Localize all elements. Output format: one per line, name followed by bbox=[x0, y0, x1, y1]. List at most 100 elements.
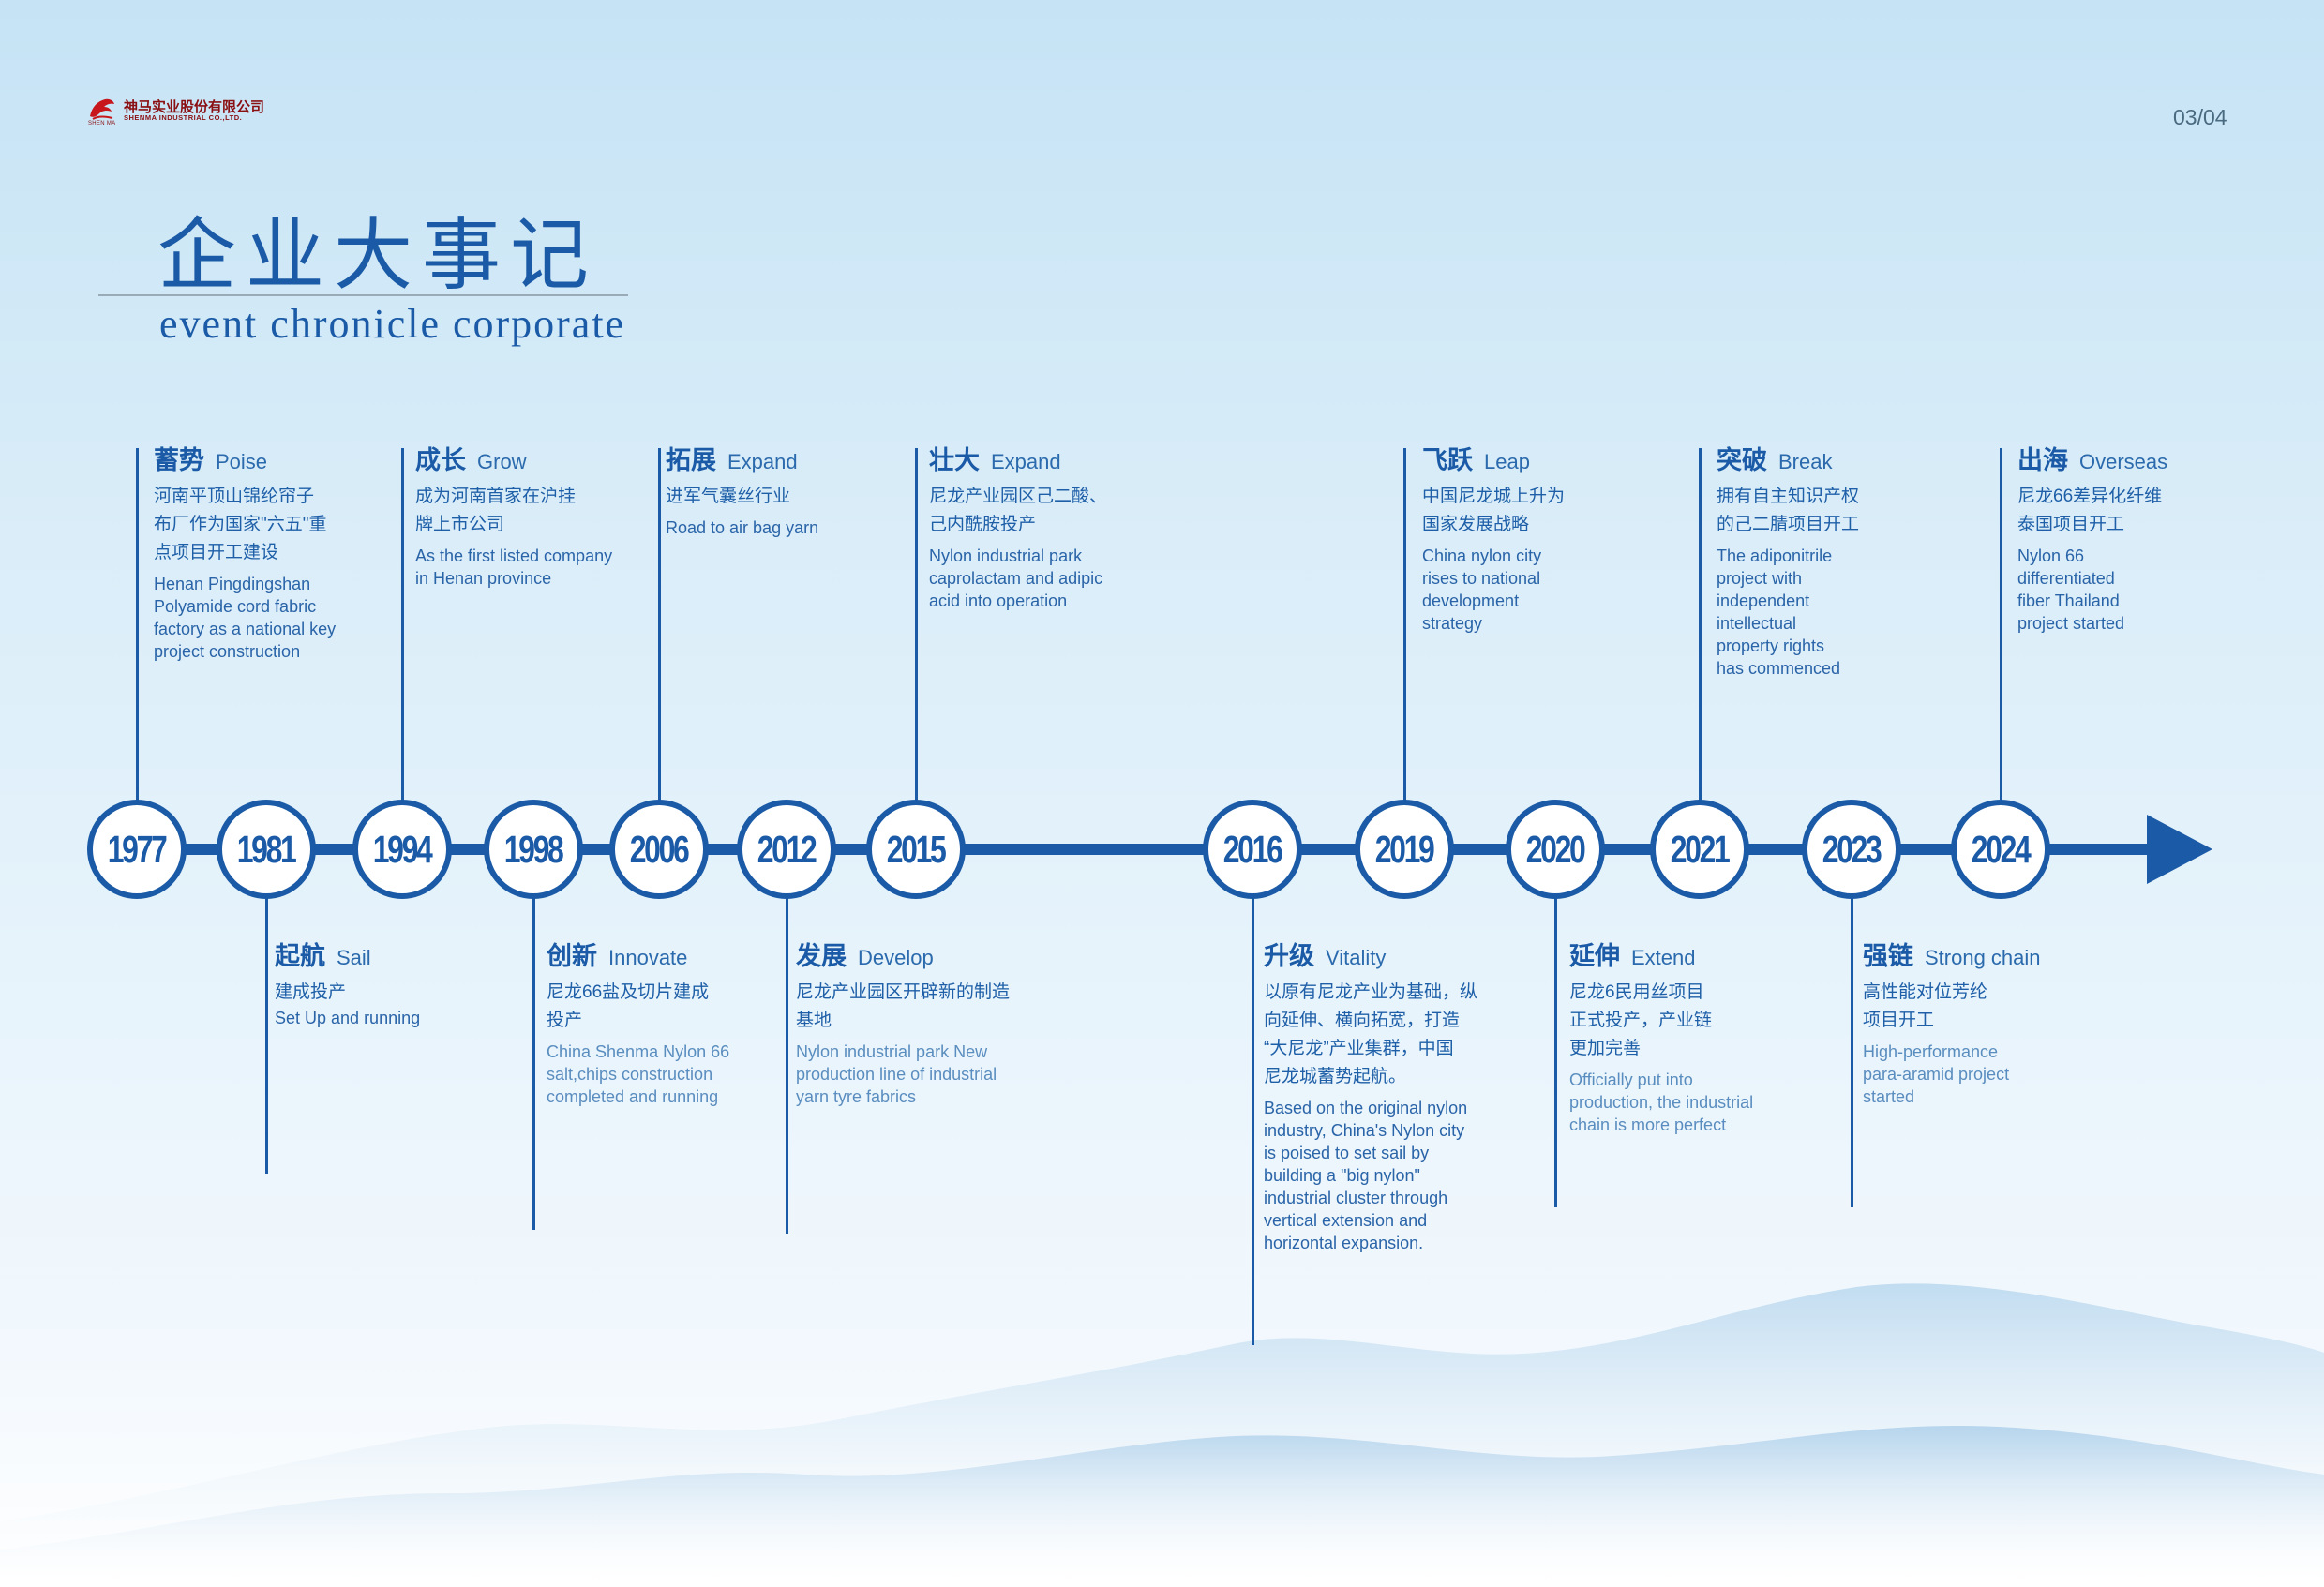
year-label: 1998 bbox=[504, 827, 564, 871]
desc-en-line: industrial cluster through bbox=[1264, 1189, 1448, 1207]
event-title-en: Innovate bbox=[608, 946, 688, 969]
connector-line-2021 bbox=[1698, 448, 1702, 849]
year-label: 2020 bbox=[1526, 827, 1586, 871]
desc-cn-line: 尼龙66差异化纤维 bbox=[2017, 487, 2163, 506]
desc-cn-line: 尼龙66盐及切片建成 bbox=[547, 982, 710, 1002]
desc-cn-line: 的己二腈项目开工 bbox=[1717, 515, 1860, 534]
connector-line-1981 bbox=[264, 849, 268, 1174]
desc-en-line: differentiated bbox=[2017, 569, 2115, 588]
desc-en-line: Based on the original nylon bbox=[1264, 1099, 1468, 1117]
event-desc-cn: 以原有尼龙产业为基础，纵向延伸、横向拓宽，打造“大尼龙”产业集群，中国尼龙城蓄势… bbox=[1264, 979, 1477, 1091]
year-label: 1977 bbox=[108, 827, 168, 871]
event-desc-en: Based on the original nylon industry, Chi… bbox=[1264, 1097, 1477, 1254]
desc-cn-line: 高性能对位芳纶 bbox=[1863, 982, 1988, 1002]
connector-line-2023 bbox=[1850, 849, 1853, 1207]
event-desc-cn: 建成投产 bbox=[275, 979, 420, 1007]
year-marker-2006: 2006 bbox=[609, 800, 709, 899]
event-title-en: Develop bbox=[858, 946, 934, 969]
connector-line-2016 bbox=[1251, 849, 1254, 1345]
desc-cn-line: 建成投产 bbox=[275, 982, 347, 1002]
year-label: 2006 bbox=[630, 827, 690, 871]
desc-cn-line: 尼龙产业园区己二酸、 bbox=[929, 487, 1108, 506]
event-title-cn: 创新 bbox=[547, 942, 597, 970]
connector-line-1998 bbox=[532, 849, 535, 1230]
timeline-arrow-icon bbox=[2147, 815, 2212, 884]
page-number: 03/04 bbox=[2173, 105, 2227, 129]
desc-en-line: fiber Thailand bbox=[2017, 591, 2120, 610]
event-title-cn: 突破 bbox=[1717, 446, 1767, 474]
event-heading: 创新 Innovate bbox=[547, 944, 729, 969]
desc-en-line: Nylon industrial park New bbox=[796, 1042, 988, 1061]
desc-cn-line: 以原有尼龙产业为基础，纵 bbox=[1264, 982, 1478, 1002]
desc-en-line: High-performance bbox=[1863, 1042, 1999, 1061]
desc-en-line: Road to air bag yarn bbox=[666, 518, 819, 537]
event-desc-cn: 尼龙产业园区开辟新的制造基地 bbox=[796, 979, 1010, 1035]
connector-line-2020 bbox=[1553, 849, 1557, 1207]
desc-en-line: yarn tyre fabrics bbox=[796, 1087, 917, 1106]
desc-en-line: chain is more perfect bbox=[1569, 1115, 1727, 1134]
page-title-en: event chronicle corporate bbox=[159, 301, 626, 347]
desc-cn-line: 己内酰胺投产 bbox=[929, 515, 1037, 534]
year-label: 2019 bbox=[1375, 827, 1435, 871]
desc-en-line: started bbox=[1863, 1087, 1915, 1106]
connector-line-1994 bbox=[400, 448, 404, 849]
year-label: 2015 bbox=[887, 827, 947, 871]
logo-mark-caption: SHEN MA bbox=[88, 121, 116, 127]
desc-en-line: The adiponitrile bbox=[1717, 546, 1833, 565]
event-title-cn: 发展 bbox=[796, 942, 847, 970]
desc-en-line: China Shenma Nylon 66 bbox=[547, 1042, 730, 1061]
event-title-en: Expand bbox=[727, 450, 798, 473]
desc-en-line: production, the industrial bbox=[1569, 1093, 1754, 1112]
event-title-en: Strong chain bbox=[1925, 946, 2041, 969]
event-title-cn: 成长 bbox=[415, 446, 466, 474]
event-heading: 拓展 Expand bbox=[666, 448, 818, 473]
desc-cn-line: 河南平顶山锦纶帘子 bbox=[154, 487, 315, 506]
desc-en-line: acid into operation bbox=[929, 591, 1068, 610]
year-label: 1981 bbox=[237, 827, 297, 871]
desc-en-line: property rights bbox=[1717, 636, 1825, 655]
year-label: 2016 bbox=[1223, 827, 1283, 871]
desc-en-line: project with bbox=[1717, 569, 1803, 588]
year-marker-2024: 2024 bbox=[1951, 800, 2050, 899]
year-marker-2021: 2021 bbox=[1650, 800, 1749, 899]
event-title-cn: 延伸 bbox=[1569, 942, 1620, 970]
event-title-en: Expand bbox=[991, 450, 1061, 473]
desc-cn-line: 中国尼龙城上升为 bbox=[1422, 487, 1566, 506]
year-marker-2019: 2019 bbox=[1355, 800, 1454, 899]
desc-en-line: industry, China's Nylon city bbox=[1264, 1121, 1465, 1140]
desc-cn-line: 国家发展战略 bbox=[1422, 515, 1530, 534]
event-title-cn: 强链 bbox=[1863, 942, 1913, 970]
event-desc-cn: 中国尼龙城上升为国家发展战略 bbox=[1422, 483, 1565, 539]
page-title-cn: 企业大事记 bbox=[157, 209, 599, 301]
year-marker-2023: 2023 bbox=[1802, 800, 1901, 899]
desc-en-line: As the first listed company bbox=[415, 546, 613, 565]
desc-cn-line: 更加完善 bbox=[1569, 1039, 1642, 1058]
event-title-en: Grow bbox=[477, 450, 527, 473]
event-title-en: Sail bbox=[337, 946, 371, 969]
desc-cn-line: 拥有自主知识产权 bbox=[1717, 487, 1860, 506]
desc-en-line: China nylon city bbox=[1422, 546, 1542, 565]
event-title-cn: 出海 bbox=[2017, 446, 2068, 474]
year-marker-1981: 1981 bbox=[217, 800, 316, 899]
event-title-cn: 拓展 bbox=[666, 446, 716, 474]
event-heading: 发展 Develop bbox=[796, 944, 1010, 969]
year-marker-2020: 2020 bbox=[1506, 800, 1605, 899]
desc-cn-line: 正式投产，产业链 bbox=[1569, 1011, 1713, 1030]
desc-cn-line: “大尼龙”产业集群，中国 bbox=[1264, 1039, 1454, 1058]
event-desc-cn: 高性能对位芳纶项目开工 bbox=[1863, 979, 2041, 1035]
